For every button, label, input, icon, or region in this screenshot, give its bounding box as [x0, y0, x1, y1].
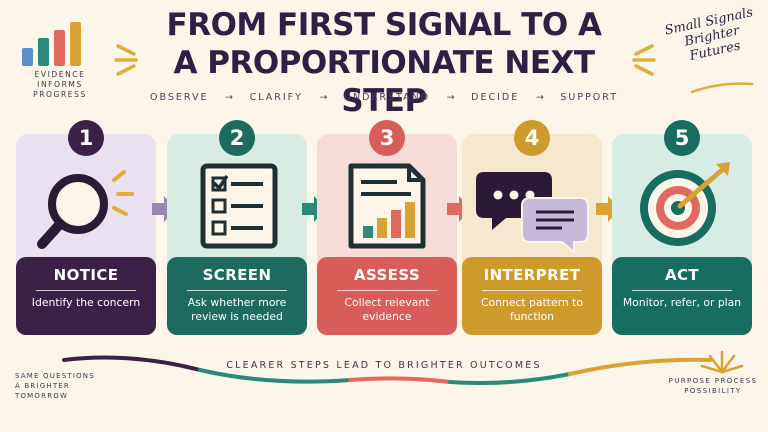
divider — [632, 290, 732, 291]
process-word-support: SUPPORT — [560, 92, 618, 103]
divider — [482, 290, 582, 291]
magnifier-icon — [37, 170, 134, 249]
step-panel-screen: SCREEN Ask whether more review is needed — [167, 257, 307, 335]
step-name: ASSESS — [353, 266, 421, 284]
footer-right-text: PURPOSE PROCESS POSSIBILITY — [668, 377, 758, 395]
bar-chart-logo-icon — [22, 22, 81, 66]
step-description: Monitor, refer, or plan — [622, 296, 742, 309]
report-chart-icon — [348, 163, 426, 249]
checklist-icon — [200, 163, 278, 249]
step-description: Connect pattern to function — [480, 296, 584, 323]
footer-caption: CLEARER STEPS LEAD TO BRIGHTER OUTCOMES — [226, 360, 542, 371]
step-number-badge: 1 — [68, 120, 104, 156]
script-underline-swash — [690, 82, 754, 94]
step-name: ACT — [664, 266, 700, 284]
step-number-badge: 4 — [514, 120, 550, 156]
footer-left-text: SAME QUESTIONS A BRIGHTER TOMORROW — [15, 372, 95, 400]
step-description: Collect relevant evidence — [344, 296, 430, 323]
target-icon — [640, 162, 730, 246]
page-title: FROM FIRST SIGNAL TO A A PROPORTIONATE N… — [140, 6, 628, 120]
step-panel-act: ACT Monitor, refer, or plan — [612, 257, 752, 335]
step-name: SCREEN — [202, 266, 272, 284]
process-word-clarify: CLARIFY — [249, 92, 303, 103]
step-panel-notice: NOTICE Identify the concern — [16, 257, 156, 335]
outcome-wave-line — [62, 355, 712, 385]
process-arrow: → — [225, 92, 233, 103]
speech-bubbles-icon — [476, 172, 589, 255]
left-spark-icon — [114, 44, 138, 76]
step-number-badge: 2 — [219, 120, 255, 156]
step-panel-interpret: INTERPRET Connect pattern to function — [462, 257, 602, 335]
step-description: Identify the concern — [31, 296, 141, 309]
process-word-understand: UNDERSTAND — [344, 92, 431, 103]
step-description: Ask whether more review is needed — [187, 296, 287, 323]
logo-tagline: EVIDENCE INFORMS PROGRESS — [33, 70, 87, 99]
right-spark-icon — [632, 44, 656, 76]
title-line-2: A PROPORTIONATE NEXT STEP — [173, 45, 595, 119]
process-sequence: OBSERVE → CLARIFY → UNDERSTAND → DECIDE … — [150, 92, 618, 103]
title-line-1: FROM FIRST SIGNAL TO A — [166, 7, 602, 43]
divider — [187, 290, 287, 291]
script-tagline: Small Signals Brighter Futures — [663, 5, 755, 64]
step-name: NOTICE — [53, 266, 119, 284]
divider — [337, 290, 437, 291]
process-arrow: → — [319, 92, 328, 103]
step-panel-assess: ASSESS Collect relevant evidence — [317, 257, 457, 335]
sunburst-icon — [700, 350, 744, 374]
process-word-decide: DECIDE — [471, 92, 520, 103]
process-word-observe: OBSERVE — [150, 92, 209, 103]
step-name: INTERPRET — [483, 266, 581, 284]
process-arrow: → — [446, 92, 455, 103]
step-number-badge: 3 — [369, 120, 405, 156]
divider — [36, 290, 136, 291]
step-number-badge: 5 — [664, 120, 700, 156]
process-arrow: → — [535, 92, 544, 103]
